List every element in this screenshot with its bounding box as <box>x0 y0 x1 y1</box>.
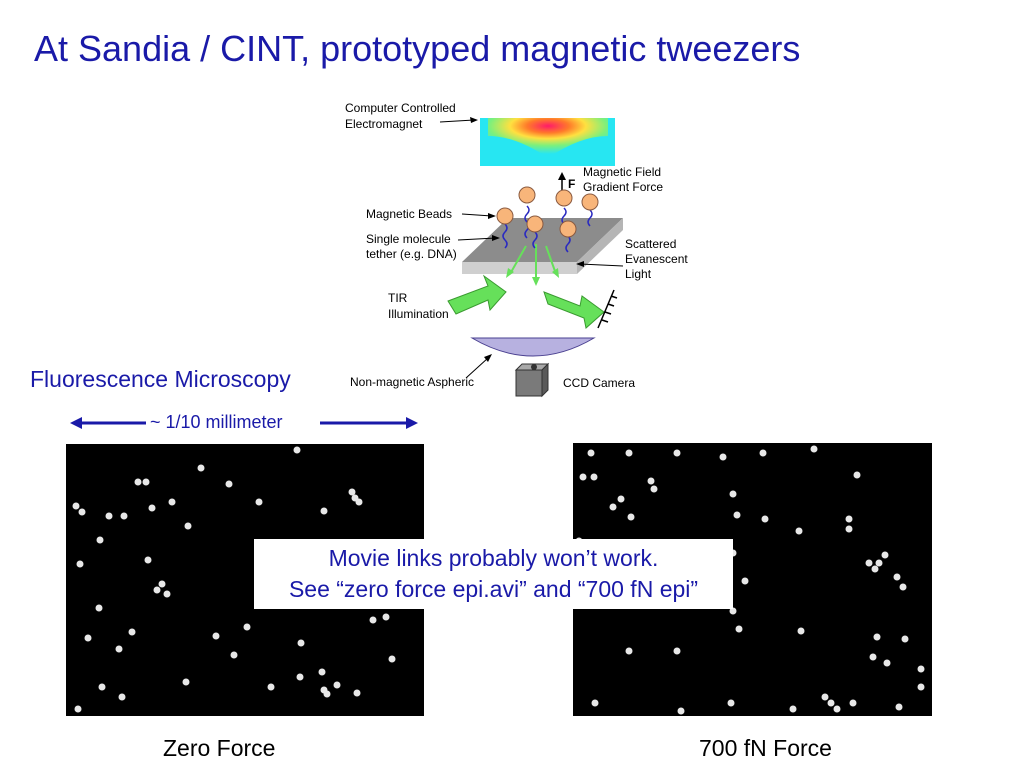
bead <box>559 220 577 238</box>
movie-links-note: Movie links probably won’t work. See “ze… <box>254 539 733 609</box>
scale-bar <box>70 417 418 429</box>
bead <box>496 207 514 225</box>
ccd-camera-icon <box>514 362 550 398</box>
bead <box>555 189 573 207</box>
label-scattered-3: Light <box>625 267 652 281</box>
caption-700fn-force: 700 fN Force <box>699 735 832 761</box>
movie-note-line2: See “zero force epi.avi” and “700 fN epi… <box>288 576 699 602</box>
fluorescence-heading: Fluorescence Microscopy <box>30 366 291 392</box>
tweezers-diagram: Computer Controlled Electromagnet F Magn… <box>345 101 688 398</box>
label-tir-2: Illumination <box>388 307 449 321</box>
aspheric-lens <box>470 337 596 357</box>
label-scattered-1: Scattered <box>625 237 676 251</box>
bead <box>581 193 599 211</box>
bead <box>518 186 536 204</box>
label-tether-1: Single molecule <box>366 232 451 246</box>
caption-zero-force: Zero Force <box>163 735 276 761</box>
slide-title: At Sandia / CINT, prototyped magnetic tw… <box>34 28 801 69</box>
movie-note-line1: Movie links probably won’t work. <box>328 545 659 571</box>
label-beads: Magnetic Beads <box>366 207 452 221</box>
surface-slab <box>462 218 623 262</box>
mirror-icon <box>597 289 618 329</box>
label-electromagnet-2: Electromagnet <box>345 117 423 131</box>
label-electromagnet-1: Computer Controlled <box>345 101 456 115</box>
label-field-1: Magnetic Field <box>583 165 661 179</box>
label-aspheric: Non-magnetic Aspheric <box>350 375 474 389</box>
label-field-2: Gradient Force <box>583 180 663 194</box>
label-scattered-2: Evanescent <box>625 252 688 266</box>
label-tether-2: tether (e.g. DNA) <box>366 247 457 261</box>
label-ccd: CCD Camera <box>563 376 635 390</box>
tir-in-arrow <box>447 274 507 315</box>
scale-label: ~ 1/10 millimeter <box>150 412 283 432</box>
label-tir-1: TIR <box>388 291 408 305</box>
force-symbol: F <box>568 177 575 191</box>
tir-out-arrow <box>543 291 605 329</box>
bead <box>526 215 544 233</box>
